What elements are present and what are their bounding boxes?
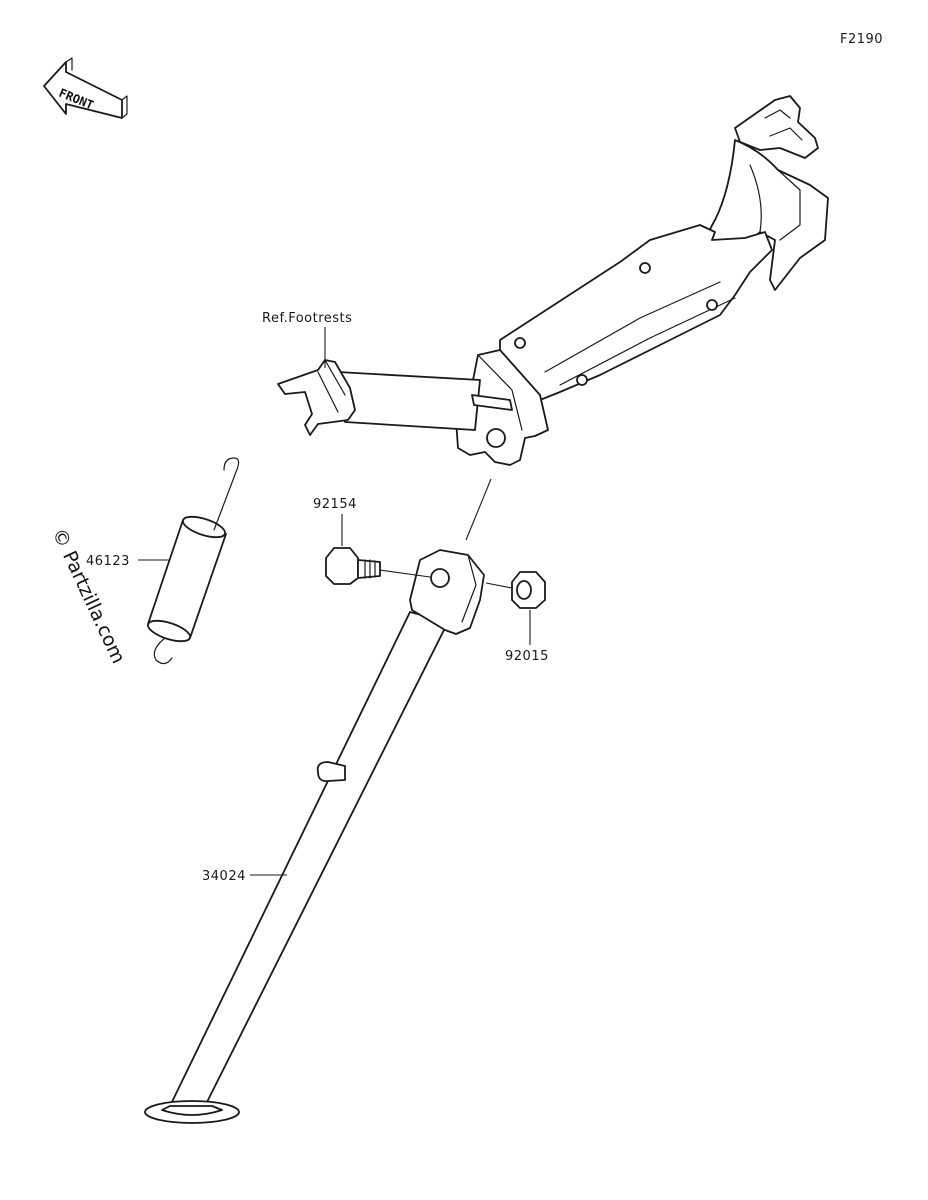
leader-nut-axis xyxy=(485,582,513,589)
alignment-line xyxy=(465,478,492,541)
callout-bolt-92154: 92154 xyxy=(313,497,357,512)
callout-ref-footrests: Ref.Footrests xyxy=(262,311,352,326)
front-arrow-icon: FRONT xyxy=(43,57,128,119)
callout-stand-34024: 34024 xyxy=(202,869,246,884)
frame-footrest-bracket xyxy=(277,95,829,466)
leader-bolt-axis xyxy=(379,569,431,578)
watermark: © Partzilla.com xyxy=(47,525,129,667)
lock-nut xyxy=(511,571,546,609)
stand-spring xyxy=(147,457,240,665)
callout-spring-46123: 46123 xyxy=(86,554,130,569)
diagram-code: F2190 xyxy=(840,32,883,47)
pivot-bolt xyxy=(325,547,381,585)
side-stand xyxy=(144,549,485,1124)
callout-nut-92015: 92015 xyxy=(505,649,549,664)
